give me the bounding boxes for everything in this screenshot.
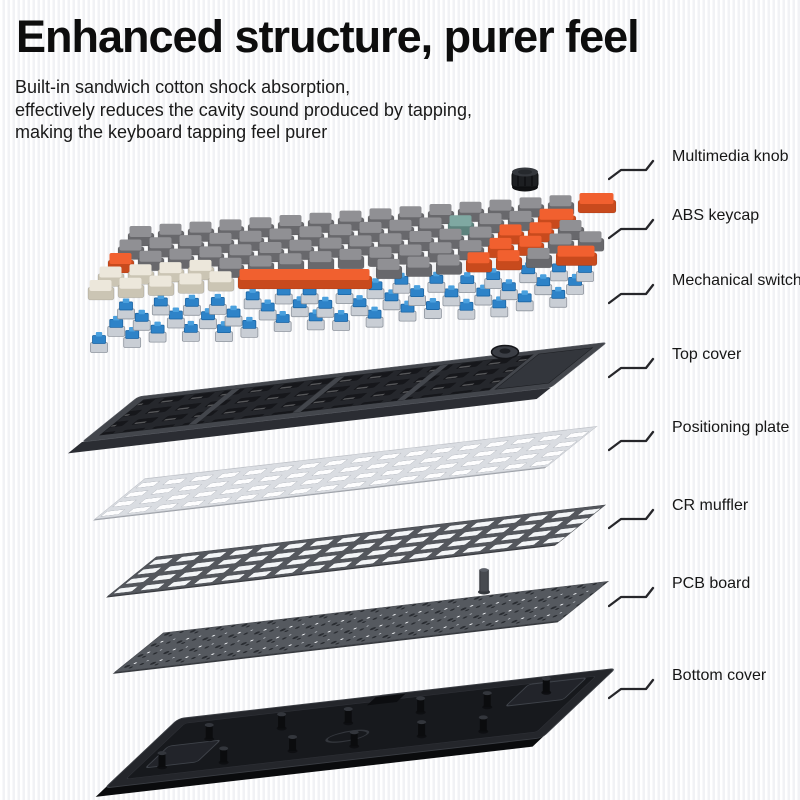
subtitle-line: making the keyboard tapping feel purer bbox=[15, 122, 328, 142]
callout-label: ABS keycap bbox=[672, 207, 760, 224]
leader-line-icon bbox=[608, 283, 655, 305]
keycap-set-layer bbox=[87, 193, 617, 301]
leader-line-icon bbox=[608, 678, 655, 700]
page-title: Enhanced structure, purer feel bbox=[16, 11, 640, 62]
callout-label: Bottom cover bbox=[672, 667, 767, 684]
subtitle-line: effectively reduces the cavity sound pro… bbox=[15, 99, 472, 120]
pcb-board-layer bbox=[112, 568, 610, 674]
callout-label: PCB board bbox=[672, 575, 751, 592]
leader-line-icon bbox=[608, 586, 655, 608]
knob-boss bbox=[490, 344, 520, 360]
callout-label: CR muffler bbox=[672, 497, 749, 514]
leader-line-icon bbox=[608, 218, 655, 240]
leader-line-icon bbox=[608, 159, 655, 181]
subtitle-line: Built-in sandwich cotton shock absorptio… bbox=[15, 77, 351, 97]
leader-line-icon bbox=[608, 357, 655, 379]
subtitle-text: Built-in sandwich cotton shock absorptio… bbox=[15, 76, 472, 144]
bottom-cover-connector bbox=[366, 693, 406, 706]
callout-label: Top cover bbox=[672, 346, 742, 363]
callout-label: Mechanical switch bbox=[672, 272, 800, 289]
encoder-shaft bbox=[478, 568, 490, 595]
bottom-cover-standoff-posts bbox=[157, 676, 552, 770]
leader-line-icon bbox=[608, 430, 655, 452]
cr-muffler-layer bbox=[106, 504, 607, 598]
bottom-cover-layer bbox=[95, 668, 614, 797]
callout-label: Multimedia knob bbox=[672, 148, 789, 165]
leader-line-icon bbox=[608, 508, 655, 530]
top-cover-layer bbox=[67, 342, 606, 454]
multimedia-knob bbox=[511, 167, 539, 192]
mechanical-switch-layer bbox=[90, 260, 594, 353]
callout-label: Positioning plate bbox=[672, 419, 790, 436]
positioning-plate-layer bbox=[93, 425, 598, 521]
